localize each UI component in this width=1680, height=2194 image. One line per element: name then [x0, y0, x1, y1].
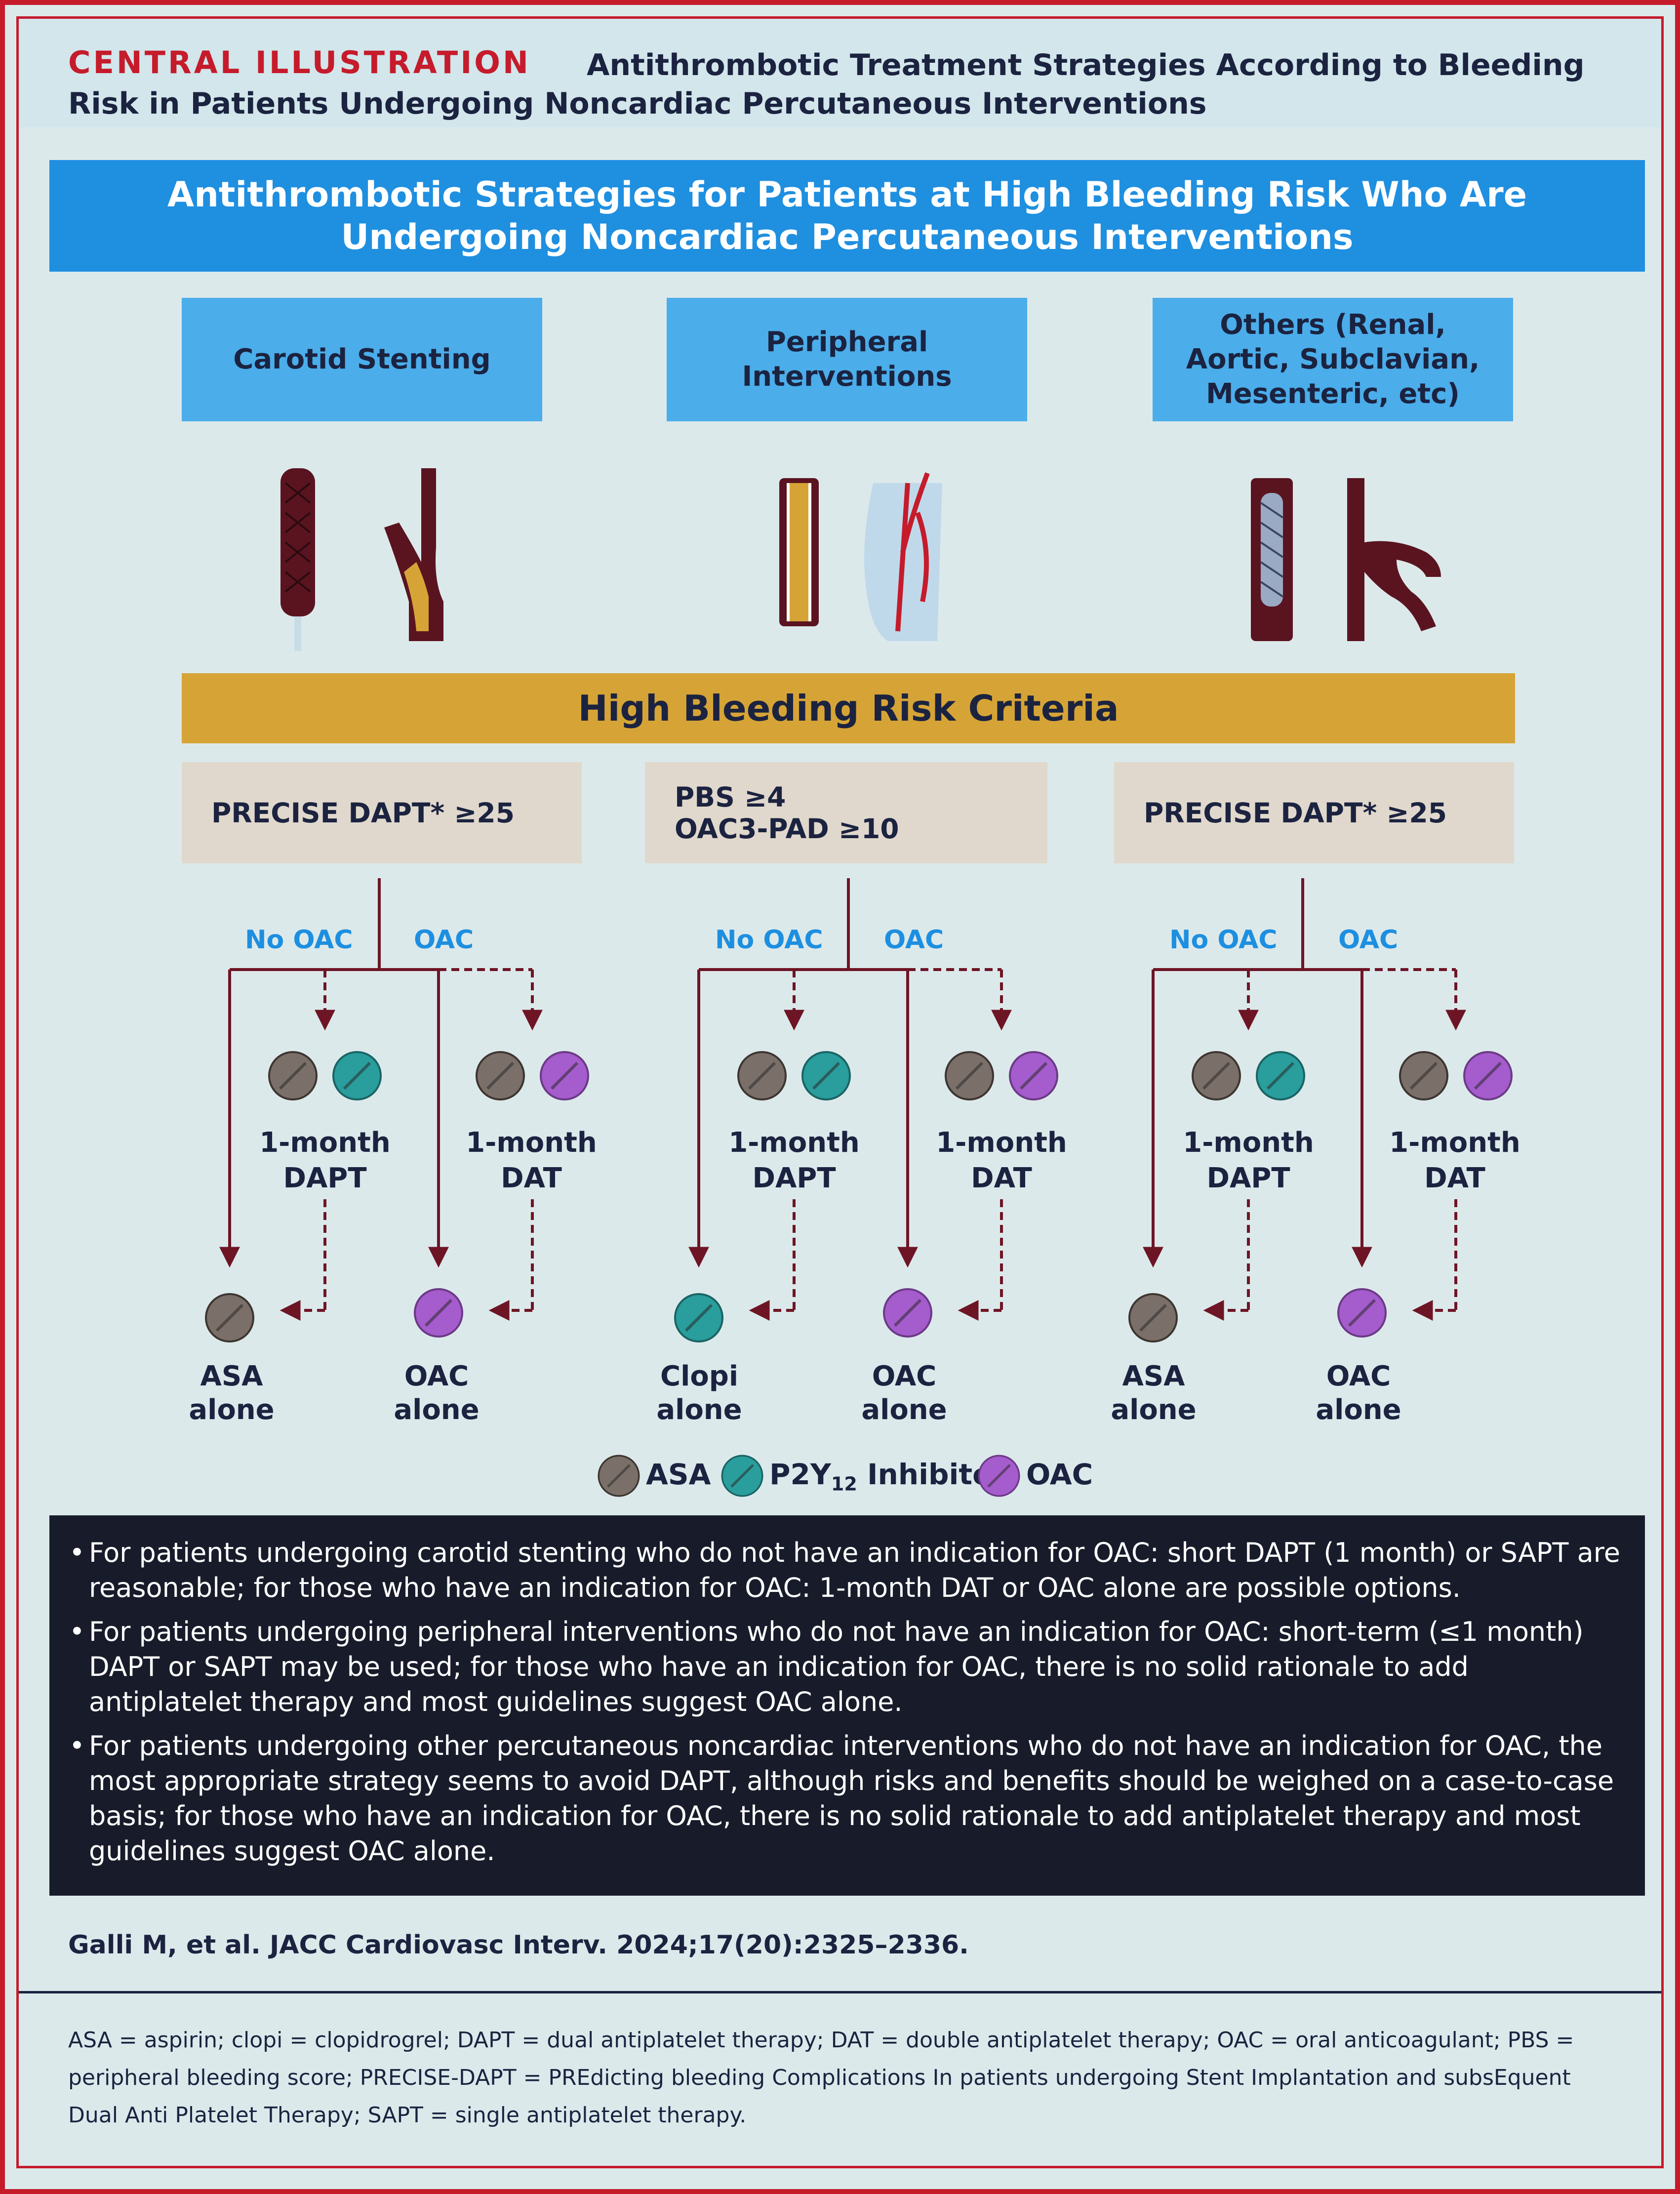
drug-legend: ASA P2Y12 Inhibitor OAC	[19, 1449, 1661, 1497]
legend-oac: OAC	[1026, 1458, 1093, 1491]
strategy-banner: Antithrombotic Strategies for Patients a…	[49, 160, 1645, 272]
carotid-artery-icon	[384, 468, 443, 641]
carotid-stent-icon	[280, 468, 315, 651]
branching-artery-icon	[1347, 478, 1441, 641]
category-carotid-stenting: Carotid Stenting	[182, 298, 542, 421]
summary-bullet: •For patients undergoing peripheral inte…	[69, 1616, 1584, 1717]
oac-label: OAC	[884, 925, 944, 955]
oac-label: OAC	[414, 925, 474, 955]
asa-pill-icon	[737, 1051, 787, 1100]
asa-pill-icon	[1128, 1293, 1178, 1342]
criteria-line: PRECISE DAPT* ≥25	[1144, 797, 1447, 829]
peripheral-stent-icon	[779, 478, 819, 626]
criteria-box-others: PRECISE DAPT* ≥25	[1114, 762, 1514, 863]
category-others: Others (Renal, Aortic, Subclavian, Mesen…	[1153, 298, 1513, 421]
asa-pill-icon	[945, 1051, 994, 1100]
asa-pill-icon	[476, 1051, 525, 1100]
oac-pill-icon	[540, 1051, 589, 1100]
title-bar: Antithrombotic Treatment Strategies Acco…	[19, 19, 1661, 127]
summary-bullet: •For patients undergoing other percutane…	[69, 1730, 1614, 1867]
divider	[19, 1991, 1661, 1993]
oac-pill-icon	[1009, 1051, 1058, 1100]
illustration-title: Antithrombotic Treatment Strategies Acco…	[68, 48, 1585, 121]
asa-pill-icon	[598, 1455, 640, 1497]
asa-pill-icon	[205, 1293, 254, 1342]
criteria-line: OAC3-PAD ≥10	[675, 813, 899, 845]
p2y12-pill-icon	[674, 1293, 723, 1342]
oac-pill-icon	[978, 1455, 1020, 1497]
no-oac-label: No OAC	[1169, 925, 1278, 955]
legend-p2y12: P2Y12 Inhibitor	[769, 1458, 1006, 1495]
summary-box: •For patients undergoing carotid stentin…	[49, 1515, 1645, 1896]
citation: Galli M, et al. JACC Cardiovasc Interv. …	[68, 1930, 969, 1960]
legend-asa: ASA	[646, 1458, 711, 1491]
vessel-illustrations	[280, 468, 1441, 651]
oac-pill-icon	[883, 1288, 932, 1338]
asa-pill-icon	[1399, 1051, 1448, 1100]
oac-pill-icon	[414, 1288, 463, 1338]
renal-stent-icon	[1251, 478, 1293, 641]
no-oac-label: No OAC	[715, 925, 823, 955]
leg-artery-icon	[864, 472, 942, 641]
oac-pill-icon	[1337, 1288, 1387, 1338]
p2y12-pill-icon	[1256, 1051, 1305, 1100]
no-oac-label: No OAC	[245, 925, 353, 955]
category-peripheral-interventions: Peripheral Interventions	[667, 298, 1027, 421]
criteria-line: PBS ≥4	[675, 781, 786, 813]
p2y12-pill-icon	[332, 1051, 382, 1100]
criteria-line: PRECISE DAPT* ≥25	[211, 797, 515, 829]
treatment-flowchart	[205, 878, 1513, 1342]
abbreviations: ASA = aspirin; clopi = clopidrogrel; DAP…	[68, 2028, 1574, 2128]
central-illustration-label: CENTRAL ILLUSTRATION	[68, 44, 531, 81]
criteria-box-peripheral: PBS ≥4 OAC3-PAD ≥10	[645, 762, 1047, 863]
asa-pill-icon	[1192, 1051, 1241, 1100]
high-bleeding-risk-banner: High Bleeding Risk Criteria	[182, 673, 1515, 743]
p2y12-pill-icon	[721, 1455, 763, 1497]
oac-label: OAC	[1338, 925, 1399, 955]
criteria-box-carotid: PRECISE DAPT* ≥25	[182, 762, 582, 863]
summary-bullet: •For patients undergoing carotid stentin…	[69, 1537, 1620, 1603]
p2y12-pill-icon	[801, 1051, 851, 1100]
oac-pill-icon	[1463, 1051, 1513, 1100]
asa-pill-icon	[268, 1051, 318, 1100]
illustration-frame: Antithrombotic Treatment Strategies Acco…	[16, 16, 1664, 2168]
